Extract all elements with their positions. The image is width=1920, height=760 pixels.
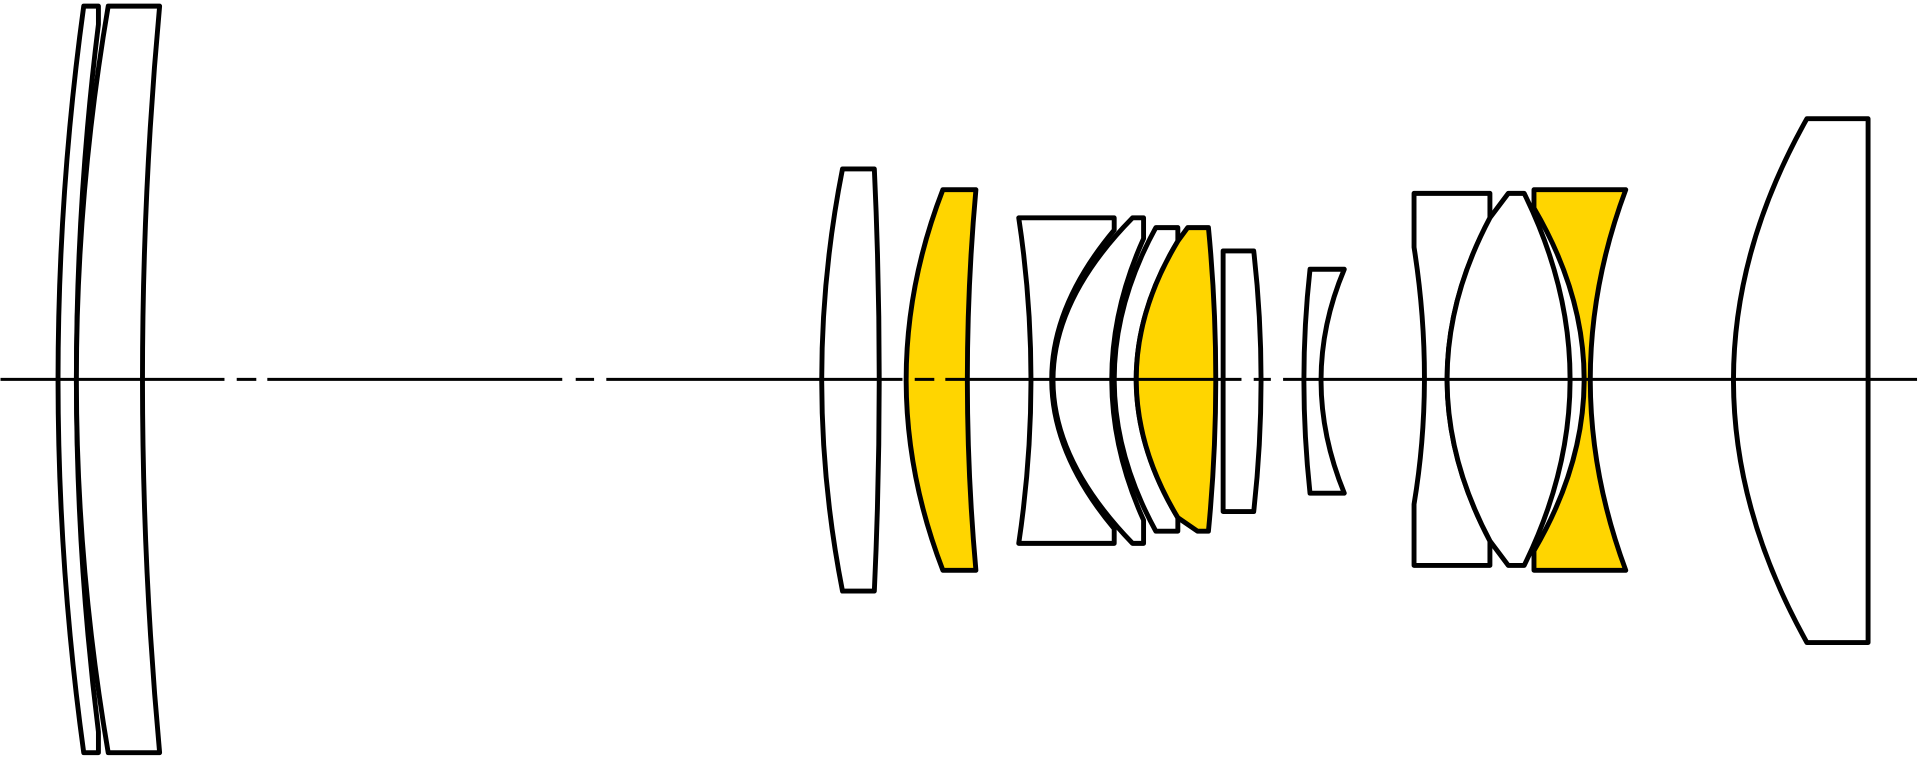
lens-element-9 [1220, 248, 1264, 515]
lens-element-10 [1301, 266, 1347, 496]
lens-element-4-ed [903, 187, 979, 573]
lens-element-13-ed [1531, 187, 1629, 573]
